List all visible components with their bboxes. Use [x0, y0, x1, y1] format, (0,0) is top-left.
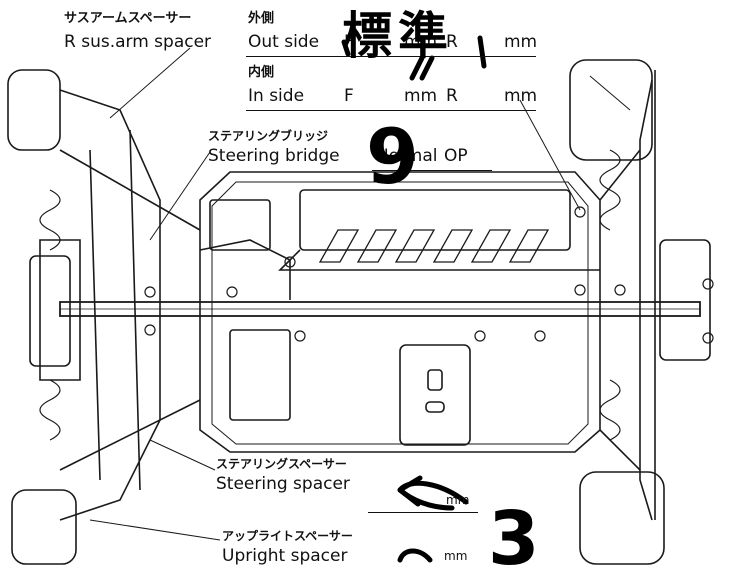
steering-bridge-normal-option: Normal: [376, 146, 438, 166]
setup-sheet: サスアームスペーサー R sus.arm spacer 外側 Out side …: [7, 6, 714, 582]
front-left-tire: [7, 69, 61, 151]
ink-mark: [341, 39, 351, 57]
ink-strike-2: [419, 55, 435, 81]
steering-spacer-underline: [368, 512, 478, 513]
outside-front-label: F: [344, 32, 354, 52]
ink-arrow-upright: [397, 548, 433, 563]
outside-rear-mm-unit: mm: [504, 32, 538, 52]
rear-right-tire: [579, 471, 665, 565]
upright-spacer-en-label: Upright spacer: [222, 546, 348, 566]
steering-bridge-op-option: OP: [444, 146, 468, 166]
inside-jp-label: 内側: [248, 65, 275, 80]
handwritten-steering-bridge-mark: 9: [366, 112, 419, 201]
outside-front-mm-unit: mm: [404, 32, 438, 52]
steering-bridge-en-label: Steering bridge: [208, 146, 340, 166]
inside-underline: [246, 110, 536, 111]
sus-arm-spacer-jp-label: サスアームスペーサー: [64, 11, 192, 26]
steering-spacer-jp-label: ステアリングスペーサー: [216, 457, 347, 471]
ink-strike-1: [409, 55, 425, 81]
outside-en-label: Out side: [248, 32, 320, 52]
upright-spacer-mm-unit: mm: [444, 549, 468, 563]
front-right-tire: [569, 59, 653, 161]
steering-bridge-jp-label: ステアリングブリッジ: [208, 129, 329, 143]
outside-jp-label: 外側: [248, 11, 275, 26]
outside-rear-label: R: [446, 32, 458, 52]
inside-front-mm-unit: mm: [404, 86, 438, 106]
sus-arm-spacer-en-label: R sus.arm spacer: [64, 32, 212, 52]
inside-rear-mm-unit: mm: [504, 86, 538, 106]
steering-bridge-underline: [372, 170, 492, 171]
inside-front-label: F: [344, 86, 354, 106]
handwritten-upright-spacer-value: 3: [488, 496, 540, 582]
upright-spacer-jp-label: アップライトスペーサー: [222, 529, 353, 543]
inside-rear-label: R: [446, 86, 458, 106]
rear-left-tire: [11, 489, 77, 565]
ink-tick: [477, 35, 487, 69]
steering-spacer-en-label: Steering spacer: [216, 474, 350, 494]
handwritten-standard-note: 標準: [342, 6, 454, 65]
inside-en-label: In side: [248, 86, 305, 106]
outside-underline: [246, 56, 536, 57]
chassis-diagram: [7, 35, 714, 565]
steering-spacer-mm-unit: mm: [446, 493, 470, 507]
